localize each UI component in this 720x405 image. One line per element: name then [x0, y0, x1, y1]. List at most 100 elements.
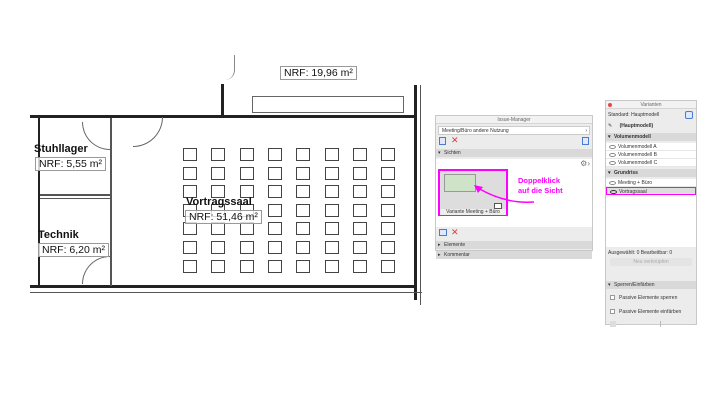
- chair: [352, 148, 367, 161]
- chair: [296, 148, 311, 161]
- color-passive-label: Passive Elemente einfärben: [619, 309, 682, 315]
- chair: [183, 259, 197, 273]
- chair: [324, 241, 339, 254]
- room-name-stuhllager: Stuhllager: [34, 143, 88, 155]
- wall-top: [30, 115, 416, 118]
- chair: [381, 166, 396, 180]
- chair: [183, 241, 197, 254]
- chair: [267, 185, 282, 199]
- chair: [296, 203, 311, 217]
- thumbnail-plan: [444, 174, 476, 192]
- section-views[interactable]: Sichten: [436, 149, 592, 157]
- wall-divider: [40, 194, 110, 196]
- chair: [296, 241, 311, 254]
- chair: [239, 259, 254, 273]
- column: [221, 84, 224, 116]
- variant-item[interactable]: Volumenmodell C: [606, 159, 696, 167]
- variant-item[interactable]: Volumenmodell A: [606, 143, 696, 151]
- chair: [296, 259, 311, 273]
- color-passive-checkbox[interactable]: [610, 309, 615, 315]
- annotation-line2: auf die Sicht: [518, 186, 563, 195]
- eye-icon[interactable]: [609, 145, 616, 149]
- variant-item-selected[interactable]: Vortragssaal: [606, 187, 696, 195]
- lock-passive-label: Passive Elemente sperren: [619, 295, 678, 301]
- eye-icon[interactable]: [610, 190, 617, 194]
- room-name-technik: Technik: [38, 229, 79, 241]
- floor-plan[interactable]: NRF: 19,96 m² Stuhllager NRF: 5,55 m² Te…: [0, 0, 430, 405]
- group-volumenmodell[interactable]: Volumenmodell: [606, 133, 696, 141]
- chair: [183, 185, 197, 199]
- delete-view-icon[interactable]: ✕: [451, 227, 459, 237]
- chair: [211, 259, 226, 273]
- chair: [183, 148, 197, 161]
- chair: [239, 241, 254, 254]
- top-arc: [225, 55, 235, 80]
- pencil-icon[interactable]: ✎: [608, 123, 613, 129]
- chair: [211, 166, 226, 180]
- camera-add-icon[interactable]: [439, 229, 447, 236]
- annotation: Doppelklick auf die Sicht: [518, 176, 563, 196]
- chair: [381, 259, 396, 273]
- eye-icon[interactable]: [609, 161, 616, 165]
- chair: [352, 222, 367, 236]
- chair: [183, 222, 197, 236]
- section-comment[interactable]: Kommentar: [436, 251, 592, 259]
- close-icon[interactable]: [608, 103, 612, 107]
- chair: [352, 203, 367, 217]
- eye-icon[interactable]: [609, 181, 616, 185]
- export-icon[interactable]: [582, 137, 589, 145]
- chair: [239, 148, 254, 161]
- delete-icon[interactable]: ✕: [451, 135, 459, 145]
- chair: [324, 166, 339, 180]
- chair: [352, 259, 367, 273]
- annotation-line1: Doppelklick: [518, 176, 561, 185]
- eye-icon[interactable]: [609, 153, 616, 157]
- chair: [324, 222, 339, 236]
- issue-manager-title: Issue-Manager: [436, 116, 592, 124]
- wall-bottom-outer: [30, 292, 422, 293]
- variant-label: Meeting + Büro: [618, 180, 653, 186]
- relink-button[interactable]: Neu verknüpfen: [610, 258, 692, 266]
- add-issue-icon[interactable]: [439, 137, 446, 145]
- relink-label: Neu verknüpfen: [633, 259, 669, 265]
- chair: [267, 148, 282, 161]
- variants-title-text: Varianten: [640, 102, 662, 108]
- issue-manager-panel: Issue-Manager Meeting/Büro andere Nutzun…: [435, 115, 593, 259]
- view-thumbnail-label: Variante Meeting + Büro: [440, 209, 506, 215]
- chair: [324, 148, 339, 161]
- chair: [296, 185, 311, 199]
- settings-icon[interactable]: [685, 111, 693, 119]
- view-thumbnail[interactable]: Variante Meeting + Büro: [438, 169, 508, 216]
- room-name-vortragssaal: Vortragssaal: [186, 196, 252, 208]
- chair: [211, 222, 226, 236]
- wall-storage: [110, 118, 112, 286]
- chair: [352, 166, 367, 180]
- gear-icon[interactable]: ⚙›: [580, 159, 590, 168]
- variant-item[interactable]: Volumenmodell B: [606, 151, 696, 159]
- main-model[interactable]: (Hauptmodell): [619, 123, 654, 129]
- chevron-right-icon: ›: [585, 128, 587, 134]
- room-nrf-vortragssaal: NRF: 51,46 m²: [185, 210, 262, 224]
- lock-passive-checkbox[interactable]: [610, 295, 615, 301]
- opacity-slider[interactable]: [610, 321, 692, 327]
- annotation-arrow: [474, 185, 535, 203]
- chair: [211, 241, 226, 254]
- section-elements[interactable]: Elemente: [436, 241, 592, 249]
- variant-item[interactable]: Meeting + Büro: [606, 179, 696, 187]
- chair: [352, 185, 367, 199]
- wall-left: [38, 115, 40, 287]
- chair: [267, 241, 282, 254]
- issue-select-value: Meeting/Büro andere Nutzung: [442, 128, 509, 134]
- issue-select[interactable]: Meeting/Büro andere Nutzung ›: [438, 126, 590, 135]
- chair: [352, 241, 367, 254]
- chair: [381, 241, 396, 254]
- section-lock[interactable]: Sperren/Einfärben: [606, 281, 696, 289]
- chair: [211, 148, 226, 161]
- group-grundriss[interactable]: Grundriss: [606, 169, 696, 177]
- chair: [324, 259, 339, 273]
- room-nrf-technik: NRF: 6,20 m²: [38, 243, 110, 257]
- wall-right-outer: [420, 85, 421, 305]
- wall-right: [414, 85, 417, 300]
- door-arc: [133, 117, 163, 147]
- chair: [381, 222, 396, 236]
